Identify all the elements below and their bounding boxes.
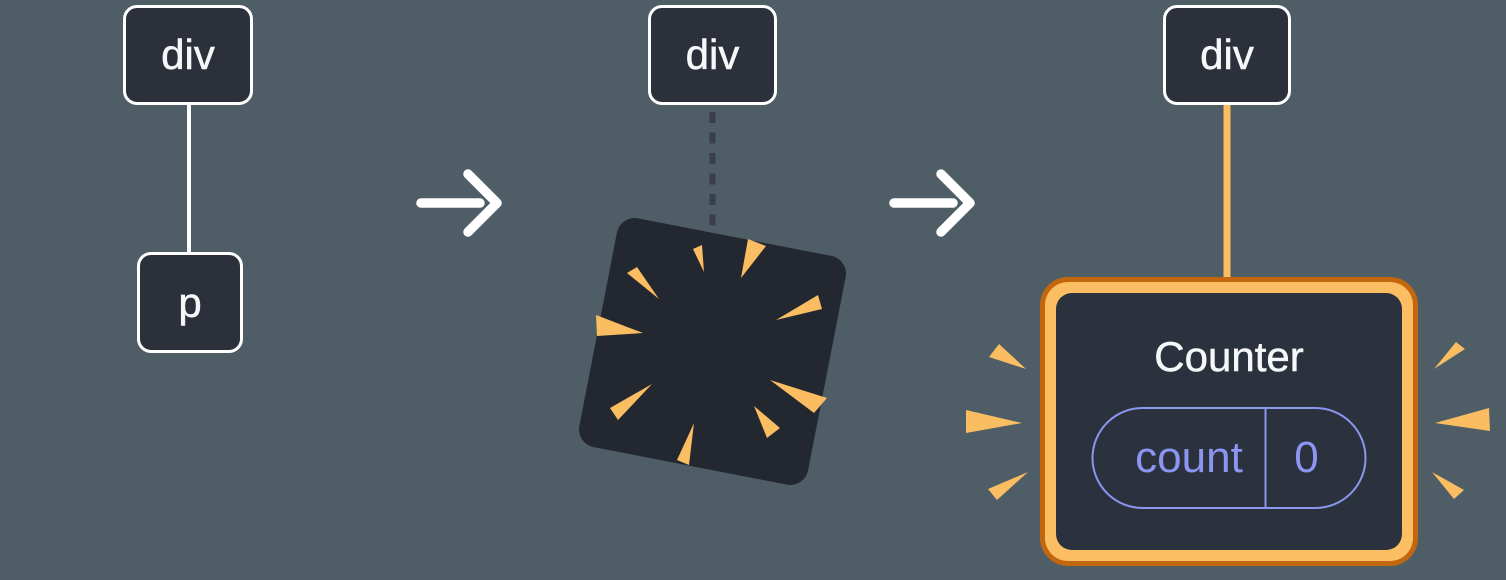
counter-body: Counter count 0 <box>1056 293 1402 550</box>
emphasis-sparks-left-icon <box>966 344 1028 500</box>
explosion-sparks-icon <box>596 239 827 465</box>
dom-node-label: div <box>161 31 215 79</box>
state-pill: count 0 <box>1091 407 1367 509</box>
emphasis-sparks-right-icon <box>1432 342 1490 499</box>
dom-node-p-step1: p <box>137 252 243 353</box>
counter-border: Counter count 0 <box>1045 282 1413 561</box>
counter-component: Counter count 0 <box>1040 277 1418 566</box>
dom-node-div-step2: div <box>648 5 777 105</box>
arrow-right-icon <box>889 169 975 237</box>
state-value: 0 <box>1294 433 1319 482</box>
dom-node-label: div <box>685 31 740 79</box>
component-title: Counter <box>1154 333 1304 381</box>
arrow-right-icon <box>416 169 502 237</box>
state-name: count <box>1094 409 1267 507</box>
dom-node-div-step3: div <box>1163 5 1291 105</box>
dom-node-label: div <box>1200 31 1254 79</box>
dom-node-label: p <box>178 278 202 326</box>
dom-node-div-step1: div <box>123 5 253 105</box>
